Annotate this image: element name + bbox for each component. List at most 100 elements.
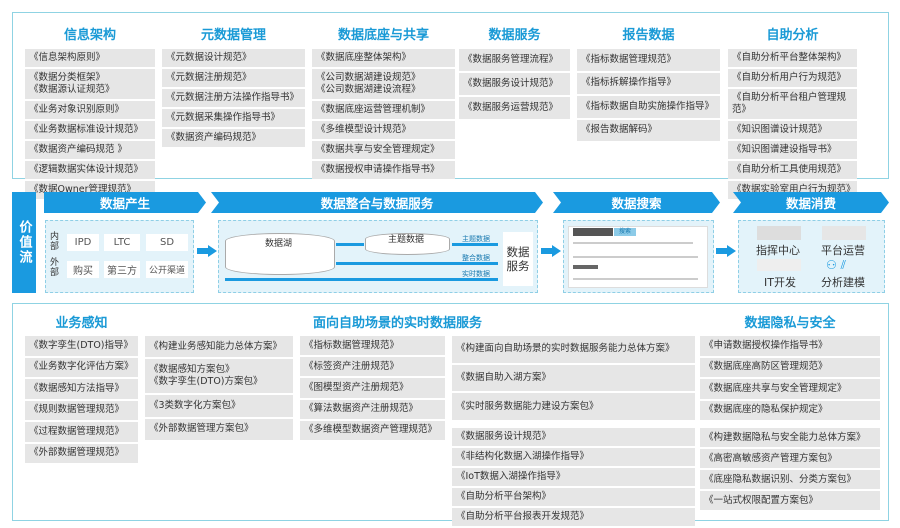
category-title: 数据底座与共享	[337, 28, 429, 43]
document-item: 《数据服务管理流程》	[459, 49, 570, 71]
document-item: 《信息架构原则》	[25, 49, 155, 67]
theme-data-line-label: 主题数据	[462, 235, 490, 243]
document-item: 《公司数据湖建设规范》 《公司数据湖建设流程》	[312, 69, 455, 99]
document-item: 《数据底座整体架构》	[312, 49, 455, 67]
stage-data-consumption: 数据消费	[733, 192, 889, 213]
value-stream-label: 价值流	[12, 192, 36, 293]
arrow-icon	[336, 243, 364, 246]
stage-data-search: 数据搜索	[553, 192, 720, 213]
document-item: 《规则数据管理规范》	[25, 400, 138, 420]
document-item: 《知识图谱建设指导书》	[728, 141, 857, 159]
data-service-box: 数据服务	[503, 232, 533, 286]
document-item: 《数据底座的隐私保护规定》	[700, 400, 880, 420]
document-item: 《自助分析平台租户管理规范》	[728, 89, 857, 119]
arrow-icon	[716, 245, 736, 257]
realtime-data-line-label: 实时数据	[462, 270, 490, 278]
document-item: 《数据资产编码规范 》	[25, 141, 155, 159]
section-title-privacy-security: 数据隐私与安全	[744, 316, 836, 331]
document-item: 《指标拆解操作指导》	[577, 72, 720, 94]
document-item: 《元数据设计规范》	[162, 49, 305, 67]
section-title-realtime-data-service: 面向自助场景的实时数据服务	[312, 316, 482, 331]
theme-data-label: 主题数据	[388, 235, 425, 245]
document-item: 《指标数据管理规范》	[577, 49, 720, 71]
arrow-icon	[541, 245, 561, 257]
consumer-platform-ops: 平台运营	[821, 244, 865, 257]
document-item: 《构建业务感知能力总体方案》	[145, 336, 293, 358]
category-list: 《信息架构原则》《数据分类框架》 《数据源认证规范》《业务对象识别原则》《业务数…	[25, 49, 155, 199]
document-item: 《构建数据隐私与安全能力总体方案》	[700, 428, 880, 447]
document-item: 《数据共享与安全管理规定》	[312, 141, 455, 159]
category-title: 报告数据	[622, 28, 675, 43]
data-lake-label: 数据湖	[265, 239, 293, 249]
external-label: 外部	[50, 258, 60, 278]
document-item: 《指标数据自助实施操作指导》	[577, 96, 720, 118]
document-item: 《过程数据管理规范》	[25, 422, 138, 442]
document-item: 《知识图谱设计规范》	[728, 121, 857, 139]
result-line	[573, 278, 698, 280]
document-item: 《构建面向自助场景的实时数据服务能力总体方案》	[452, 336, 695, 363]
category-title: 数据服务	[488, 28, 541, 43]
document-item: 《报告数据解码》	[577, 119, 720, 141]
category-list: 《数据服务管理流程》《数据服务设计规范》《数据服务运营规范》	[459, 49, 570, 119]
category-title: 元数据管理	[200, 28, 266, 43]
document-item: 《数据分类框架》 《数据源认证规范》	[25, 69, 155, 99]
document-item: 《多维模型数据资产管理规范》	[300, 420, 445, 441]
document-item: 《数据底座高防区管理规范》	[700, 357, 880, 377]
category-list: 《数据底座整体架构》《公司数据湖建设规范》 《公司数据湖建设流程》《数据底座运营…	[312, 49, 455, 179]
document-list: 《构建面向自助场景的实时数据服务能力总体方案》《数据自助入湖方案》《实时服务数据…	[452, 336, 695, 421]
document-item: 《数字孪生(DTO)指导》	[25, 336, 138, 356]
result-line	[573, 265, 598, 269]
result-line	[573, 242, 693, 244]
document-item: 《业务数据标准设计规范》	[25, 121, 155, 139]
document-item: 《申请数据授权操作指导书》	[700, 336, 880, 356]
theme-data-cylinder	[365, 233, 450, 255]
document-item: 《算法数据资产注册规范》	[300, 399, 445, 419]
analytics-icon: ⚇ ⫽	[826, 258, 846, 272]
document-list: 《申请数据授权操作指导书》《数据底座高防区管理规范》《数据底座共享与安全管理规定…	[700, 336, 880, 420]
line-realtime	[225, 278, 498, 281]
document-item: 《数据感知方案包》 《数字孪生(DTO)方案包》	[145, 359, 293, 394]
source-third-party: 第三方	[104, 261, 140, 278]
document-item: 《高密高敏感资产管理方案包》	[700, 449, 880, 468]
arrow-icon	[197, 245, 217, 257]
consumer-command-center: 指挥中心	[756, 244, 800, 257]
chart-thumbnail-icon	[757, 226, 801, 240]
document-item: 《数据自助入湖方案》	[452, 364, 695, 392]
document-item: 《数据服务设计规范》	[452, 428, 695, 446]
document-item: 《元数据注册方法操作指导书》	[162, 89, 305, 107]
document-item: 《非结构化数据入湖操作指导》	[452, 448, 695, 466]
document-item: 《一站式权限配置方案包》	[700, 491, 880, 510]
document-item: 《自助分析平台报表开发规范》	[452, 508, 695, 526]
document-item: 《数据资产编码规范》	[162, 129, 305, 147]
document-list: 《指标数据管理规范》《标签资产注册规范》《图模型资产注册规范》《算法数据资产注册…	[300, 336, 445, 441]
document-list: 《构建数据隐私与安全能力总体方案》《高密高敏感资产管理方案包》《底座隐私数据识别…	[700, 428, 880, 510]
category-list: 《指标数据管理规范》《指标拆解操作指导》《指标数据自助实施操作指导》《报告数据解…	[577, 49, 720, 141]
production-box	[45, 220, 194, 293]
search-button: 搜索	[614, 228, 636, 236]
code-thumbnail-icon	[757, 259, 801, 271]
document-item: 《数据服务设计规范》	[459, 73, 570, 95]
document-item: 《数据感知方法指导》	[25, 379, 138, 399]
document-item: 《元数据采集操作指导书》	[162, 109, 305, 127]
source-ipd: IPD	[67, 234, 99, 251]
section-title-business-perception: 业务感知	[55, 316, 108, 331]
line-theme	[452, 243, 498, 246]
category-list: 《自助分析平台整体架构》《自助分析用户行为规范》《自助分析平台租户管理规范》《知…	[728, 49, 857, 199]
document-item: 《自助分析平台架构》	[452, 488, 695, 506]
result-line	[573, 256, 698, 258]
document-item: 《数据授权申请操作指导书》	[312, 161, 455, 179]
stage-data-integration: 数据整合与数据服务	[211, 192, 543, 213]
document-item: 《指标数据管理规范》	[300, 336, 445, 356]
document-item: 《图模型资产注册规范》	[300, 378, 445, 398]
document-item: 《自助分析平台整体架构》	[728, 49, 857, 67]
document-item: 《标签资产注册规范》	[300, 357, 445, 377]
consumer-it-dev: IT开发	[764, 276, 796, 289]
source-sd: SD	[146, 234, 188, 251]
document-item: 《多维模型设计规范》	[312, 121, 455, 139]
document-item: 《数据底座运营管理机制》	[312, 101, 455, 119]
document-item: 《数据底座共享与安全管理规定》	[700, 379, 880, 399]
document-item: 《业务数字化评估方案》	[25, 357, 138, 377]
search-input	[573, 228, 613, 236]
map-thumbnail-icon	[822, 226, 866, 240]
document-item: 《3类数字化方案包》	[145, 395, 293, 417]
